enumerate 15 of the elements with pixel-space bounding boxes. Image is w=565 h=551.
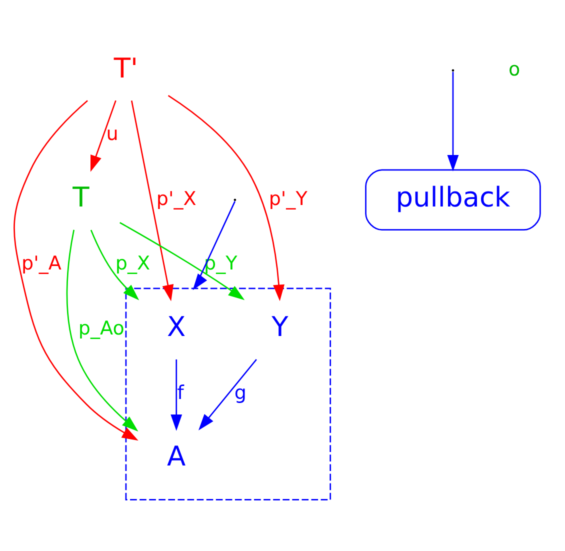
node-text: Y — [272, 312, 288, 344]
edge-label: g — [234, 382, 246, 404]
node-text: T' — [114, 53, 138, 84]
edge-label: f — [177, 382, 184, 404]
edge-label: p_Y — [204, 252, 238, 275]
edge-label: u — [106, 123, 118, 146]
node-text: A — [167, 442, 186, 473]
edge-label: p_Ao — [78, 317, 124, 340]
node-text: X — [167, 312, 186, 344]
edge-label: p'_X — [156, 188, 196, 210]
edge-label: p'_A — [22, 252, 62, 275]
node-text: T — [72, 182, 90, 214]
label: o — [508, 58, 520, 80]
edge-label: p'_Y — [268, 188, 308, 210]
edge-label: p_X — [115, 252, 150, 275]
